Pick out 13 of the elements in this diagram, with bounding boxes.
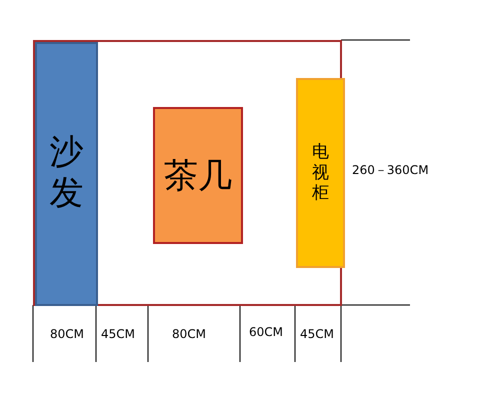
- dimension-label: 80CM: [50, 327, 84, 341]
- dimension-label: 45CM: [300, 327, 334, 341]
- dimension-label: 80CM: [172, 327, 206, 341]
- tv-cabinet-box: [296, 78, 345, 268]
- dimension-label: 260－360CM: [352, 162, 429, 179]
- room-outline: [33, 40, 342, 306]
- dimension-label: 45CM: [101, 327, 136, 341]
- furniture-label: 电视柜: [312, 142, 329, 204]
- furniture-label: 沙发: [50, 133, 84, 214]
- furniture-label: 茶几: [164, 156, 232, 196]
- dimension-label: 60CM: [249, 325, 284, 339]
- sofa-box: [35, 42, 98, 306]
- coffee-table-box: [153, 107, 243, 244]
